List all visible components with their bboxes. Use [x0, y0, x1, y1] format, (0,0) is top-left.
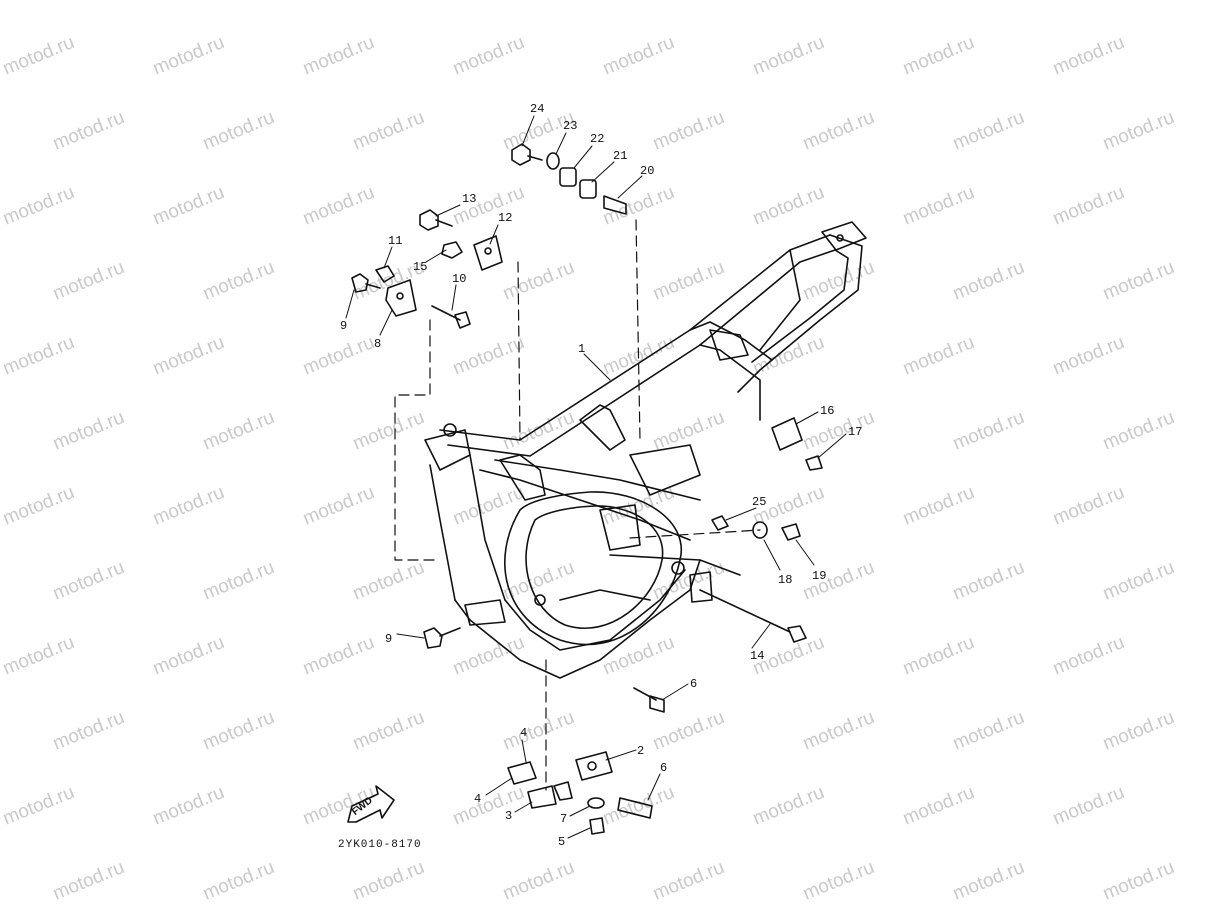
- callout-c19: 19: [812, 569, 827, 583]
- callout-c2: 2: [637, 744, 645, 758]
- callout-c9b: 9: [385, 632, 393, 646]
- callout-c1: 1: [578, 342, 586, 356]
- callout-c13: 13: [462, 192, 477, 206]
- callout-c16: 16: [820, 404, 835, 418]
- callout-c4a: 4: [520, 726, 528, 740]
- callout-c7: 7: [560, 812, 568, 826]
- callout-c3: 3: [505, 809, 513, 823]
- callout-c15: 15: [413, 260, 428, 274]
- callout-c10: 10: [452, 272, 467, 286]
- assembly-lines: [394, 219, 761, 791]
- callout-c20: 20: [640, 164, 655, 178]
- top-fasteners: [351, 143, 823, 835]
- callout-c9a: 9: [340, 319, 348, 333]
- callout-c6b: 6: [660, 761, 668, 775]
- callout-c8: 8: [374, 337, 382, 351]
- callout-c4b: 4: [474, 792, 482, 806]
- callout-c14: 14: [750, 649, 765, 663]
- frame-body: [424, 221, 867, 679]
- callout-c18: 18: [778, 573, 793, 587]
- callout-c24: 24: [530, 102, 545, 116]
- callout-c22: 22: [590, 132, 605, 146]
- callout-c11: 11: [388, 234, 403, 248]
- callout-c23: 23: [563, 119, 578, 133]
- callout-c21: 21: [613, 149, 628, 163]
- callout-c5: 5: [558, 835, 566, 849]
- callout-c6a: 6: [690, 677, 698, 691]
- callout-c25: 25: [752, 495, 767, 509]
- callout-c17: 17: [848, 425, 863, 439]
- diagram-code: 2YK010-8170: [338, 839, 422, 851]
- callout-c12: 12: [498, 211, 513, 225]
- leader-lines: [345, 115, 847, 839]
- fwd-arrow-icon: [347, 785, 395, 823]
